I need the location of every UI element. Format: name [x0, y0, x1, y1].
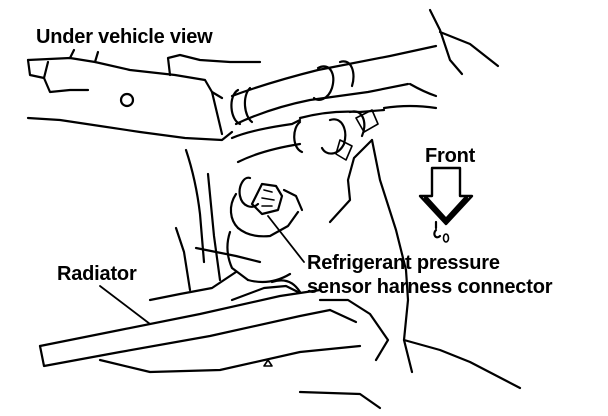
view-title: Under vehicle view	[36, 26, 213, 48]
front-label: Front	[425, 145, 476, 167]
sensor-leader-line	[267, 215, 305, 263]
radiator-structure	[38, 226, 390, 410]
right-body-panel	[328, 8, 522, 390]
radiator-label: Radiator	[57, 263, 137, 285]
front-direction-arrow-icon	[418, 166, 474, 243]
sensor-label-line-1: Refrigerant pressure	[307, 252, 500, 274]
sensor-label-line-2: sensor harness connector	[307, 276, 553, 298]
hoses	[230, 44, 438, 164]
radiator-leader-line	[99, 285, 151, 325]
leader-lines	[99, 215, 305, 325]
sensor-assembly	[184, 148, 304, 284]
crossmember	[26, 48, 262, 142]
